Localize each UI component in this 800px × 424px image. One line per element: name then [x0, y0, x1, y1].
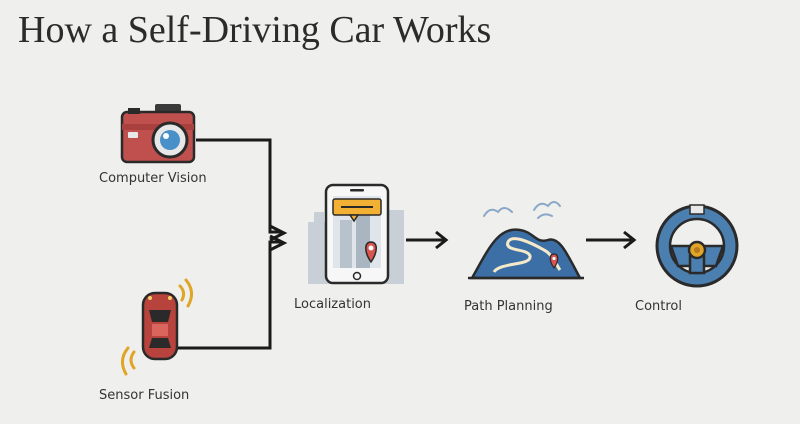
label-path-planning: Path Planning — [464, 299, 553, 314]
connector-car-to-localization — [178, 240, 282, 350]
sensor-wave-icon — [121, 278, 193, 376]
label-sensor-fusion: Sensor Fusion — [99, 388, 190, 403]
merge-arrow-right — [269, 234, 288, 252]
label-localization: Localization — [294, 297, 371, 312]
page-title: How a Self-Driving Car Works — [18, 9, 492, 51]
connector-camera-to-localization — [196, 138, 282, 234]
connector-lines — [178, 138, 288, 350]
path-pin-icon — [549, 253, 559, 270]
message-bubble-icon — [332, 198, 382, 223]
arrow-localization-to-path — [406, 230, 449, 250]
location-pin-icon — [365, 241, 377, 264]
camera-icon — [120, 104, 196, 164]
label-control: Control — [635, 299, 682, 314]
steering-wheel-icon — [655, 204, 739, 288]
car-icon — [141, 291, 179, 361]
arrow-path-to-control — [586, 230, 637, 250]
cloud-icon — [483, 201, 561, 219]
label-computer-vision: Computer Vision — [99, 171, 207, 186]
mountain-road-icon — [468, 228, 584, 280]
